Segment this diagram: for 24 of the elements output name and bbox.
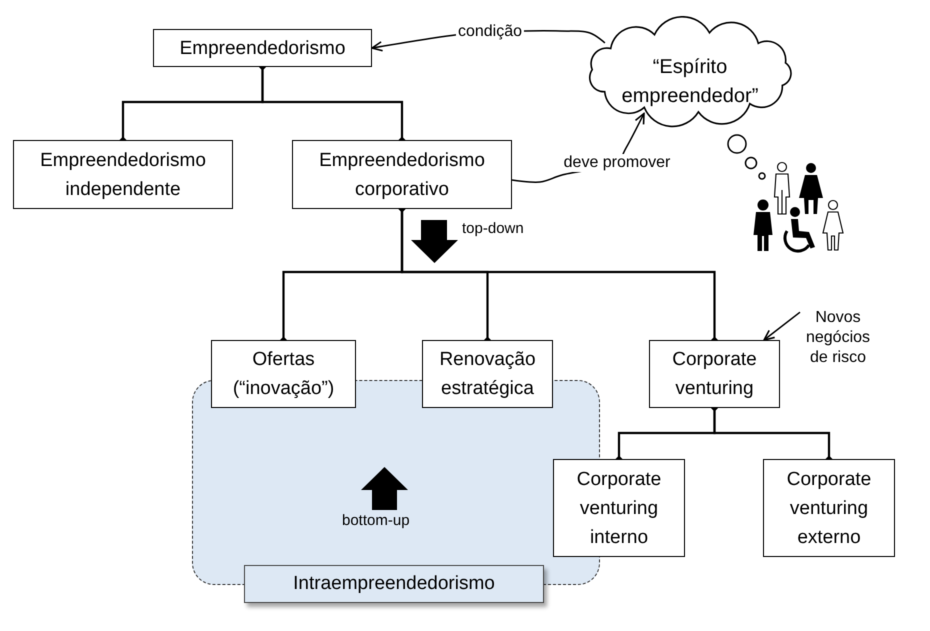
node-label: Corporate venturing (671, 348, 758, 401)
concept-box (763, 459, 895, 557)
region-title-tab: Intraempreendedorismo (244, 565, 544, 603)
concept-box (13, 140, 233, 209)
concept-box (553, 459, 685, 557)
node-label: Ofertas (“inovação”) (232, 348, 336, 401)
node-label: Renovação estratégica (438, 348, 537, 401)
edge-label: deve promover (562, 154, 672, 172)
edge-label: condição (456, 23, 524, 41)
node-label: Empreendedorismo (180, 36, 346, 60)
concept-box (211, 340, 356, 408)
cloud-text: “Espírito empreendedor” (620, 55, 760, 109)
node-label: Empreendedorismo corporativo (318, 148, 486, 202)
annotation-text: Novos negócios de risco (804, 308, 872, 368)
direction-label: top-down (462, 220, 524, 238)
arrow (763, 312, 800, 341)
concept-box (153, 29, 372, 67)
node-label: Corporate venturing interno (576, 468, 662, 550)
direction-label: bottom-up (342, 512, 410, 530)
concept-box (422, 340, 553, 408)
node-label: Corporate venturing externo (786, 468, 872, 550)
concept-box (292, 140, 512, 209)
concept-box (649, 340, 780, 408)
node-label: Empreendedorismo independente (39, 148, 207, 202)
